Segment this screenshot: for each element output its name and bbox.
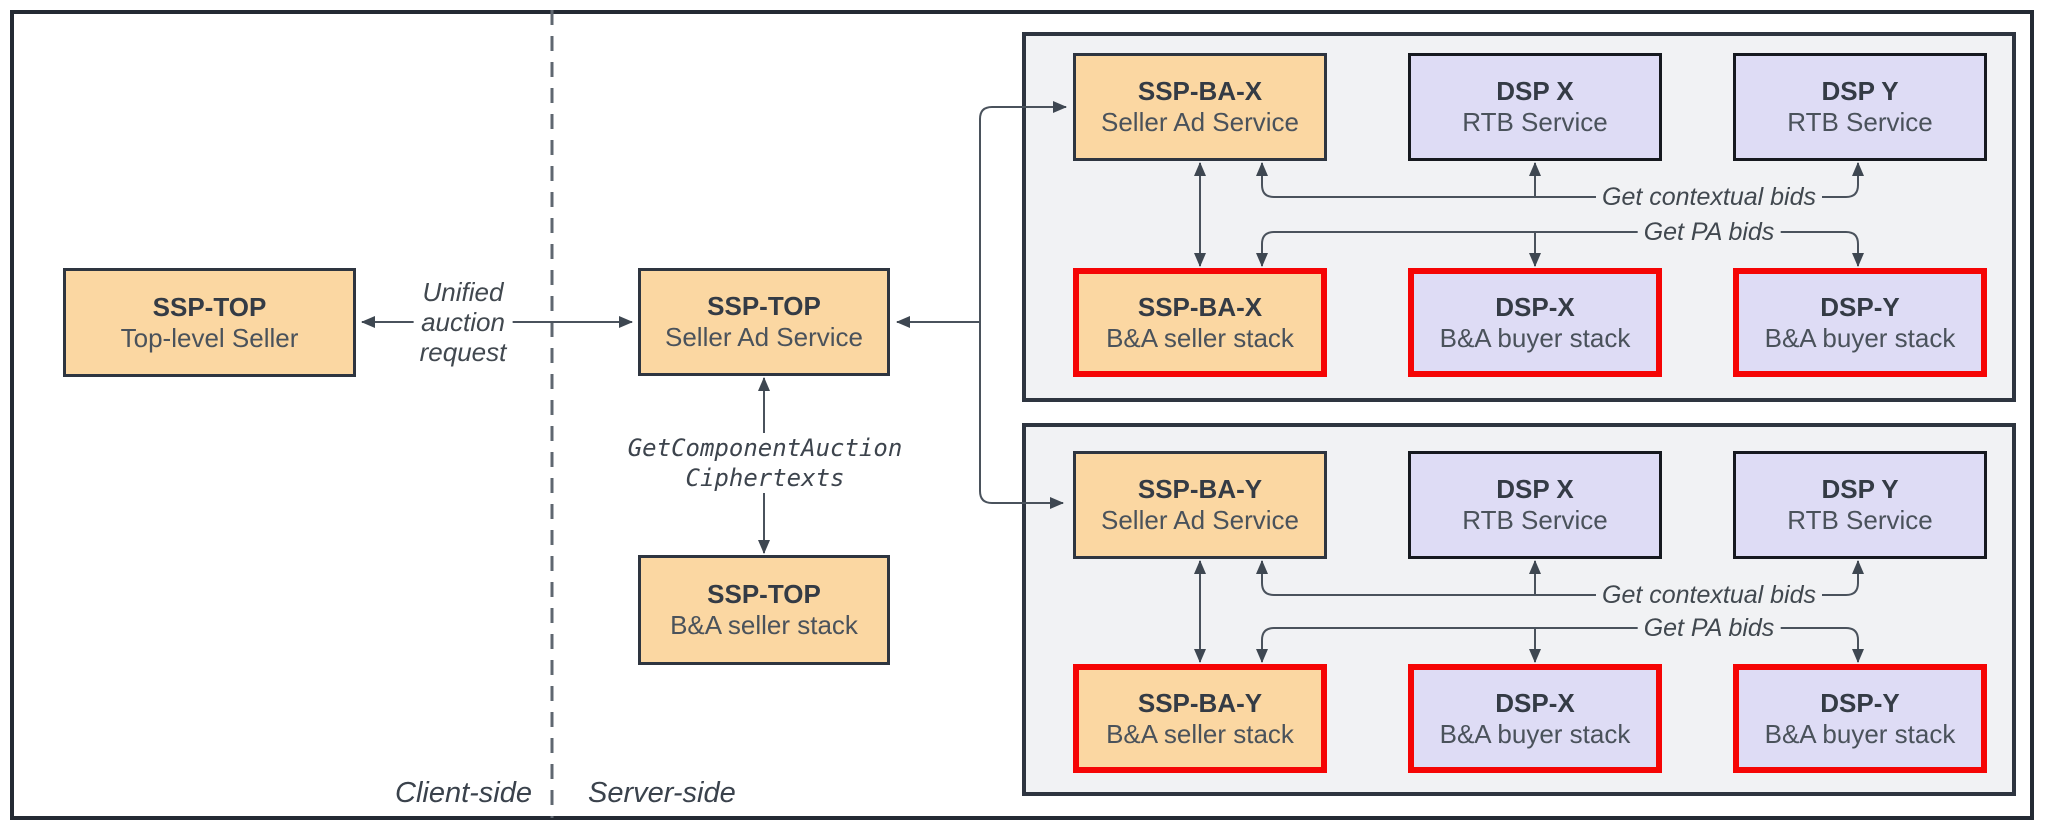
node-dsp-y-ba-buyer-stack-panel-y: DSP-Y B&A buyer stack (1733, 664, 1987, 773)
edge-label-get-pa-bids-x: Get PA bids (1637, 217, 1781, 247)
node-dsp-x-rtb-service-panel-y: DSP X RTB Service (1408, 451, 1662, 559)
edge-label-get-component-auction-ciphertexts: GetComponentAuction Ciphertexts (621, 433, 909, 493)
node-subtitle: B&A seller stack (670, 610, 858, 640)
edge-label-get-pa-bids-y: Get PA bids (1637, 613, 1781, 643)
node-dsp-y-rtb-service-panel-y: DSP Y RTB Service (1733, 451, 1987, 559)
node-dsp-x-rtb-service-panel-x: DSP X RTB Service (1408, 53, 1662, 161)
edge-label-unified-auction-request: Unified auction request (413, 277, 513, 367)
node-subtitle: RTB Service (1462, 505, 1608, 535)
edge-label-line: Unified (422, 277, 504, 307)
node-ssp-ba-y-seller-ad-service: SSP-BA-Y Seller Ad Service (1073, 451, 1327, 559)
edge-label-line: auction (421, 307, 505, 337)
node-ssp-ba-y-ba-seller-stack: SSP-BA-Y B&A seller stack (1073, 664, 1327, 773)
node-subtitle: Seller Ad Service (1101, 505, 1299, 535)
node-dsp-x-ba-buyer-stack-panel-x: DSP-X B&A buyer stack (1408, 268, 1662, 377)
edge-label-line: request (419, 337, 507, 367)
node-subtitle: Seller Ad Service (665, 322, 863, 352)
node-dsp-y-ba-buyer-stack-panel-x: DSP-Y B&A buyer stack (1733, 268, 1987, 377)
edge-label-get-contextual-bids-y: Get contextual bids (1595, 580, 1823, 610)
node-title: DSP-X (1495, 687, 1575, 718)
node-title: SSP-BA-X (1137, 76, 1263, 106)
node-title: DSP-Y (1820, 687, 1900, 718)
node-title: DSP-X (1495, 291, 1575, 322)
node-subtitle: RTB Service (1787, 505, 1933, 535)
node-title: SSP-BA-Y (1137, 687, 1263, 718)
node-ssp-top-ba-seller-stack: SSP-TOP B&A seller stack (638, 555, 890, 665)
node-title: SSP-BA-X (1137, 291, 1263, 322)
node-subtitle: B&A buyer stack (1439, 718, 1631, 749)
edge-label-line: Ciphertexts (685, 464, 845, 492)
edge-label-get-contextual-bids-x: Get contextual bids (1595, 182, 1823, 212)
node-title: SSP-TOP (707, 291, 821, 321)
region-label-server-side: Server-side (588, 777, 736, 809)
node-title: DSP X (1496, 474, 1574, 504)
node-subtitle: RTB Service (1462, 107, 1608, 137)
node-title: DSP Y (1821, 76, 1899, 106)
node-title: DSP-Y (1820, 291, 1900, 322)
edge-label-line: GetComponentAuction (627, 434, 903, 462)
region-label-client-side: Client-side (395, 777, 532, 809)
node-subtitle: B&A seller stack (1106, 718, 1294, 749)
node-subtitle: Seller Ad Service (1101, 107, 1299, 137)
node-dsp-y-rtb-service-panel-x: DSP Y RTB Service (1733, 53, 1987, 161)
node-ssp-top-top-level-seller: SSP-TOP Top-level Seller (63, 268, 356, 377)
node-subtitle: B&A buyer stack (1764, 322, 1956, 353)
node-dsp-x-ba-buyer-stack-panel-y: DSP-X B&A buyer stack (1408, 664, 1662, 773)
node-subtitle: B&A buyer stack (1764, 718, 1956, 749)
node-title: SSP-BA-Y (1137, 474, 1263, 504)
node-subtitle: Top-level Seller (120, 322, 299, 353)
node-title: SSP-TOP (152, 291, 267, 322)
node-subtitle: B&A seller stack (1106, 322, 1294, 353)
node-ssp-ba-x-ba-seller-stack: SSP-BA-X B&A seller stack (1073, 268, 1327, 377)
node-title: DSP X (1496, 76, 1574, 106)
node-ssp-ba-x-seller-ad-service: SSP-BA-X Seller Ad Service (1073, 53, 1327, 161)
node-title: SSP-TOP (707, 579, 821, 609)
node-subtitle: B&A buyer stack (1439, 322, 1631, 353)
node-title: DSP Y (1821, 474, 1899, 504)
node-subtitle: RTB Service (1787, 107, 1933, 137)
node-ssp-top-seller-ad-service: SSP-TOP Seller Ad Service (638, 268, 890, 376)
